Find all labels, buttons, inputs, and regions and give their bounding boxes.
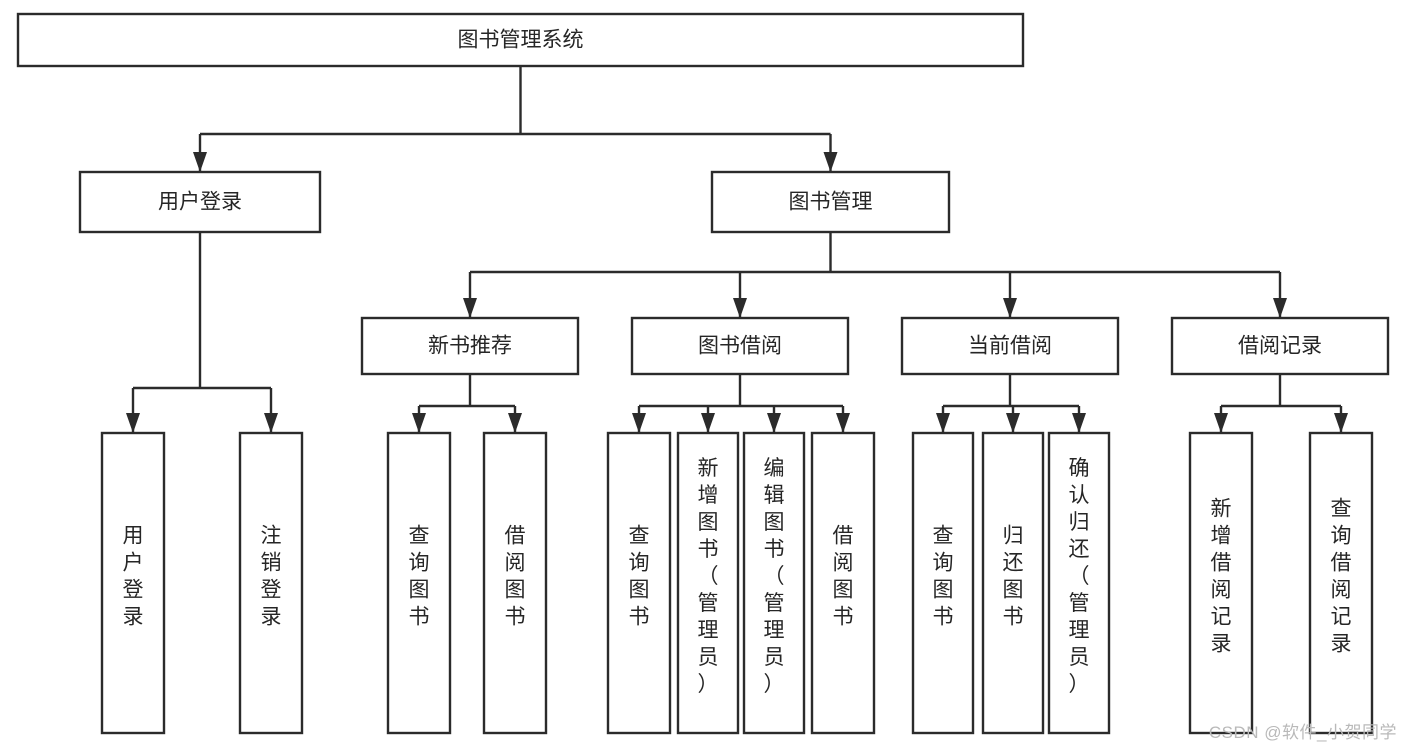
- node-current-borrow-box[interactable]: [900, 316, 1120, 376]
- node-book-manage-box[interactable]: [710, 170, 951, 234]
- edge-recommend-to-leaves: [412, 374, 522, 433]
- edge-userlogin-to-leaves: [126, 232, 278, 433]
- arrow-head-icon: [823, 152, 838, 172]
- arrow-head-icon: [1072, 413, 1086, 433]
- node-book-borrow-label: 图书借阅: [698, 335, 782, 358]
- node-leaf-edit-book[interactable]: 编辑图书（管理员）: [742, 431, 806, 735]
- node-root[interactable]: 图书管理系统: [16, 12, 1025, 68]
- arrow-head-icon: [412, 413, 426, 433]
- node-leaf-query-book-3-box[interactable]: [911, 431, 975, 735]
- arrow-head-icon: [936, 413, 950, 433]
- node-root-label: 图书管理系统: [458, 29, 584, 52]
- edge-borrow-to-leaves: [632, 374, 850, 433]
- node-leaf-borrow-book-2-label: 借阅图书: [833, 525, 854, 629]
- node-leaf-add-record[interactable]: 新增借阅记录: [1188, 431, 1254, 735]
- arrow-head-icon: [1273, 298, 1287, 318]
- node-book-manage[interactable]: 图书管理: [710, 170, 951, 234]
- node-new-book-recommend-box[interactable]: [360, 316, 580, 376]
- node-borrow-record[interactable]: 借阅记录: [1170, 316, 1390, 376]
- node-leaf-confirm-return[interactable]: 确认归还（管理员）: [1047, 431, 1111, 735]
- node-leaf-query-record[interactable]: 查询借阅记录: [1308, 431, 1374, 735]
- node-book-borrow-box[interactable]: [630, 316, 850, 376]
- edge-current-to-leaves: [936, 374, 1086, 433]
- edge-record-to-leaves: [1214, 374, 1348, 433]
- edge-bookmanage-to-level2: [463, 232, 1287, 318]
- node-leaf-user-login-label: 用户登录: [123, 525, 144, 629]
- node-leaf-add-book-box[interactable]: [676, 431, 740, 735]
- node-leaf-borrow-book-1-box[interactable]: [482, 431, 548, 735]
- node-user-login[interactable]: 用户登录: [78, 170, 322, 234]
- node-borrow-record-label: 借阅记录: [1238, 335, 1322, 358]
- node-root-box[interactable]: [16, 12, 1025, 68]
- node-new-book-recommend-label: 新书推荐: [428, 335, 512, 358]
- node-leaf-add-book[interactable]: 新增图书（管理员）: [676, 431, 740, 735]
- node-leaf-edit-book-label: 编辑图书（管理员）: [764, 457, 785, 696]
- watermark-label: CSDN @软件_小贺同学: [1208, 723, 1397, 742]
- arrow-head-icon: [701, 413, 715, 433]
- node-leaf-query-record-box[interactable]: [1308, 431, 1374, 735]
- node-leaf-add-record-box[interactable]: [1188, 431, 1254, 735]
- node-leaf-confirm-return-label: 确认归还（管理员）: [1069, 457, 1090, 696]
- node-leaf-confirm-return-box[interactable]: [1047, 431, 1111, 735]
- arrow-head-icon: [1334, 413, 1348, 433]
- node-leaf-user-login-box[interactable]: [100, 431, 166, 735]
- node-leaf-user-logout-box[interactable]: [238, 431, 304, 735]
- arrow-head-icon: [733, 298, 747, 318]
- arrow-head-icon: [1003, 298, 1017, 318]
- node-new-book-recommend[interactable]: 新书推荐: [360, 316, 580, 376]
- arrow-head-icon: [1006, 413, 1020, 433]
- arrow-head-icon: [632, 413, 646, 433]
- node-leaf-add-record-label: 新增借阅记录: [1211, 498, 1232, 656]
- node-leaf-borrow-book-2-box[interactable]: [810, 431, 876, 735]
- node-leaf-borrow-book-2[interactable]: 借阅图书: [810, 431, 876, 735]
- nodes-layer: 图书管理系统用户登录图书管理新书推荐图书借阅当前借阅借阅记录用户登录注销登录查询…: [16, 12, 1390, 735]
- node-leaf-query-record-label: 查询借阅记录: [1331, 498, 1352, 656]
- arrow-head-icon: [1214, 413, 1228, 433]
- node-leaf-query-book-1-box[interactable]: [386, 431, 452, 735]
- node-current-borrow[interactable]: 当前借阅: [900, 316, 1120, 376]
- node-leaf-add-book-label: 新增图书（管理员）: [698, 457, 719, 696]
- node-book-borrow[interactable]: 图书借阅: [630, 316, 850, 376]
- arrow-head-icon: [463, 298, 477, 318]
- node-leaf-borrow-book-1[interactable]: 借阅图书: [482, 431, 548, 735]
- node-leaf-query-book-3[interactable]: 查询图书: [911, 431, 975, 735]
- node-leaf-return-book-label: 归还图书: [1003, 525, 1024, 629]
- node-leaf-query-book-1-label: 查询图书: [409, 525, 430, 629]
- node-leaf-query-book-3-label: 查询图书: [933, 525, 954, 629]
- arrow-head-icon: [767, 413, 781, 433]
- arrow-head-icon: [836, 413, 850, 433]
- arrow-head-icon: [193, 152, 207, 172]
- node-leaf-user-logout[interactable]: 注销登录: [238, 431, 304, 735]
- node-leaf-query-book-2-box[interactable]: [606, 431, 672, 735]
- node-leaf-return-book[interactable]: 归还图书: [981, 431, 1045, 735]
- edges-layer: [126, 66, 1348, 433]
- arrow-head-icon: [264, 413, 278, 433]
- node-leaf-query-book-2-label: 查询图书: [629, 525, 650, 629]
- node-leaf-query-book-2[interactable]: 查询图书: [606, 431, 672, 735]
- node-leaf-user-login[interactable]: 用户登录: [100, 431, 166, 735]
- node-leaf-user-logout-label: 注销登录: [261, 525, 282, 629]
- node-leaf-query-book-1[interactable]: 查询图书: [386, 431, 452, 735]
- node-book-manage-label: 图书管理: [789, 191, 873, 214]
- node-user-login-label: 用户登录: [158, 191, 242, 214]
- edge-root-to-level1: [193, 66, 838, 172]
- node-leaf-borrow-book-1-label: 借阅图书: [505, 525, 526, 629]
- node-current-borrow-label: 当前借阅: [968, 335, 1052, 358]
- node-borrow-record-box[interactable]: [1170, 316, 1390, 376]
- node-user-login-box[interactable]: [78, 170, 322, 234]
- node-leaf-edit-book-box[interactable]: [742, 431, 806, 735]
- node-leaf-return-book-box[interactable]: [981, 431, 1045, 735]
- arrow-head-icon: [126, 413, 140, 433]
- arrow-head-icon: [508, 413, 522, 433]
